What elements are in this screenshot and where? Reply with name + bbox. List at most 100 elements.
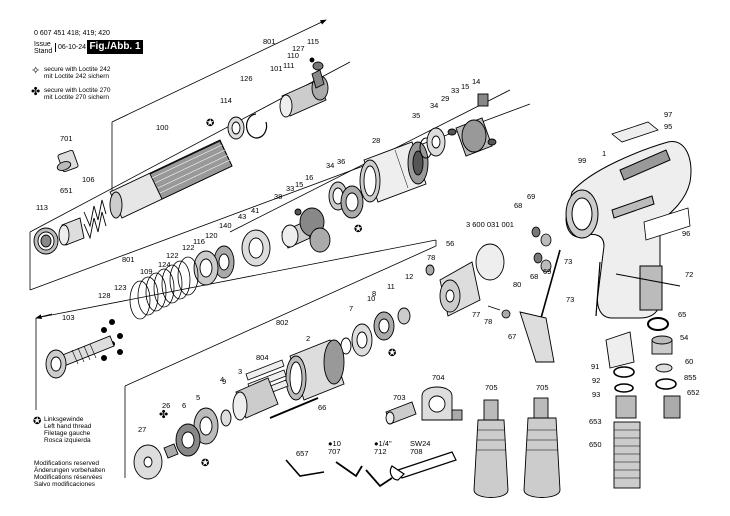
part-701-cap <box>56 149 79 173</box>
callout-113: 113 <box>36 203 48 212</box>
callout-14: 14 <box>472 77 480 86</box>
callout-106: 106 <box>82 175 95 184</box>
callout-801b: 801 <box>122 255 135 264</box>
callout-126: 126 <box>240 74 253 83</box>
legend-lefthand-0: Linksgewinde <box>44 416 84 423</box>
stand-label: Stand <box>34 48 53 55</box>
legend-mod-3: Salvo modificaciones <box>34 481 96 488</box>
part-704-clamp <box>421 386 463 421</box>
legend-mod-2: Modifications réservées <box>34 474 103 481</box>
part-73b-rod <box>595 261 601 317</box>
part-126-circlip <box>246 113 268 139</box>
callout-712: ●1/4"712 <box>374 439 392 456</box>
callout-96: 96 <box>682 229 690 238</box>
part-3-rotor <box>232 377 279 421</box>
callout-100: 100 <box>156 123 169 132</box>
callout-33a: 33 <box>451 86 459 95</box>
callout-124: 124 <box>158 260 171 269</box>
loctite-270-marker: ✤ <box>159 409 168 421</box>
callout-701: 701 <box>60 134 73 143</box>
callout-69b: 69 <box>543 267 551 276</box>
callout-110: 110 <box>287 51 299 60</box>
part-41-bearing <box>241 207 331 267</box>
part-54-fitting <box>651 335 681 419</box>
callout-97: 97 <box>664 110 672 119</box>
callout-114: 114 <box>220 96 232 105</box>
callout-65: 65 <box>678 310 686 319</box>
lh-thread-marker-1: ✪ <box>354 224 362 235</box>
part-708-wrench <box>389 451 457 481</box>
callout-140: 140 <box>219 221 232 230</box>
callout-35: 35 <box>412 111 420 120</box>
callout-703: 703 <box>393 393 406 402</box>
callout-38: 38 <box>274 192 282 201</box>
legend-mod-1: Änderungen vorbehalten <box>34 467 106 474</box>
callout-67: 67 <box>508 332 516 341</box>
callout-34a: 34 <box>430 101 438 110</box>
part-113-nut <box>33 227 59 255</box>
part-712-hex-key <box>365 469 393 488</box>
part-numbers: 0 607 451 418; 419; 420 <box>34 30 110 37</box>
part-5-bearing <box>175 407 232 457</box>
issue-label: Issue <box>34 41 51 48</box>
callout-8: 8 <box>372 289 376 298</box>
callout-101: 101 <box>270 64 283 73</box>
callout-804: 804 <box>256 353 269 362</box>
loctite-242-icon: ✧ <box>31 65 41 77</box>
part-29-endplate <box>426 93 497 157</box>
callout-78b: 78 <box>484 317 492 326</box>
part-65-oring <box>647 317 669 331</box>
callout-43: 43 <box>238 212 246 221</box>
part-2-cylinder <box>285 339 345 401</box>
callout-60: 60 <box>685 357 693 366</box>
callout-91: 91 <box>591 362 599 371</box>
legend-mod-0: Modifications reserved <box>34 460 100 467</box>
callout-705a: 705 <box>485 383 498 392</box>
figure-label: Fig./Abb. 1 <box>87 40 143 54</box>
lh-thread-marker-3: ✪ <box>201 458 209 469</box>
callout-26: 26 <box>162 401 170 410</box>
issue-date: 06-10-24 <box>55 43 86 52</box>
callout-34b: 34 <box>326 161 334 170</box>
legend-loctite270-en: secure with Loctite 270 <box>44 87 111 94</box>
callout-10: 10 <box>367 294 375 303</box>
callout-123: 123 <box>114 283 127 292</box>
callout-41: 41 <box>251 206 259 215</box>
part-77-screw <box>487 305 511 319</box>
callout-6: 6 <box>182 401 186 410</box>
callout-855: 855 <box>684 373 697 382</box>
callout-68b: 68 <box>530 272 538 281</box>
callout-12: 12 <box>405 272 413 281</box>
callout-15b: 15 <box>295 180 303 189</box>
part-705-handle-2 <box>523 397 561 498</box>
part-1-housing <box>565 141 692 319</box>
legend-loctite242-en: secure with Loctite 242 <box>44 66 111 73</box>
part-91-cap <box>605 331 635 393</box>
legend-loctite242-de: mit Loctite 242 sichern <box>44 73 110 80</box>
callout-4: 4 <box>220 375 224 384</box>
callout-1: 1 <box>602 149 606 158</box>
callout-9: 9 <box>222 377 226 386</box>
part-120-bearing <box>193 245 235 286</box>
callout-78a: 78 <box>427 253 435 262</box>
callout-68a: 68 <box>514 201 522 210</box>
part-56-valve <box>425 243 505 317</box>
callout-802: 802 <box>276 318 289 327</box>
callout-103: 103 <box>62 313 75 322</box>
part-36-bearing <box>328 181 364 219</box>
legend-loctite270-de: mit Loctite 270 sichern <box>44 94 110 101</box>
callout-653: 653 <box>589 417 602 426</box>
part-95-nameplate <box>611 121 659 143</box>
part-109-spring <box>129 256 199 320</box>
part-101-anvil <box>279 57 329 118</box>
part-705-handle-1 <box>473 399 509 498</box>
part-114-ring <box>227 116 245 140</box>
callout-115: 115 <box>307 37 319 46</box>
callout-11: 11 <box>387 282 395 291</box>
callout-3600: 3 600 031 001 <box>466 220 514 229</box>
callout-80: 80 <box>513 280 521 289</box>
callout-801a: 801 <box>263 37 276 46</box>
callout-77: 77 <box>472 310 480 319</box>
